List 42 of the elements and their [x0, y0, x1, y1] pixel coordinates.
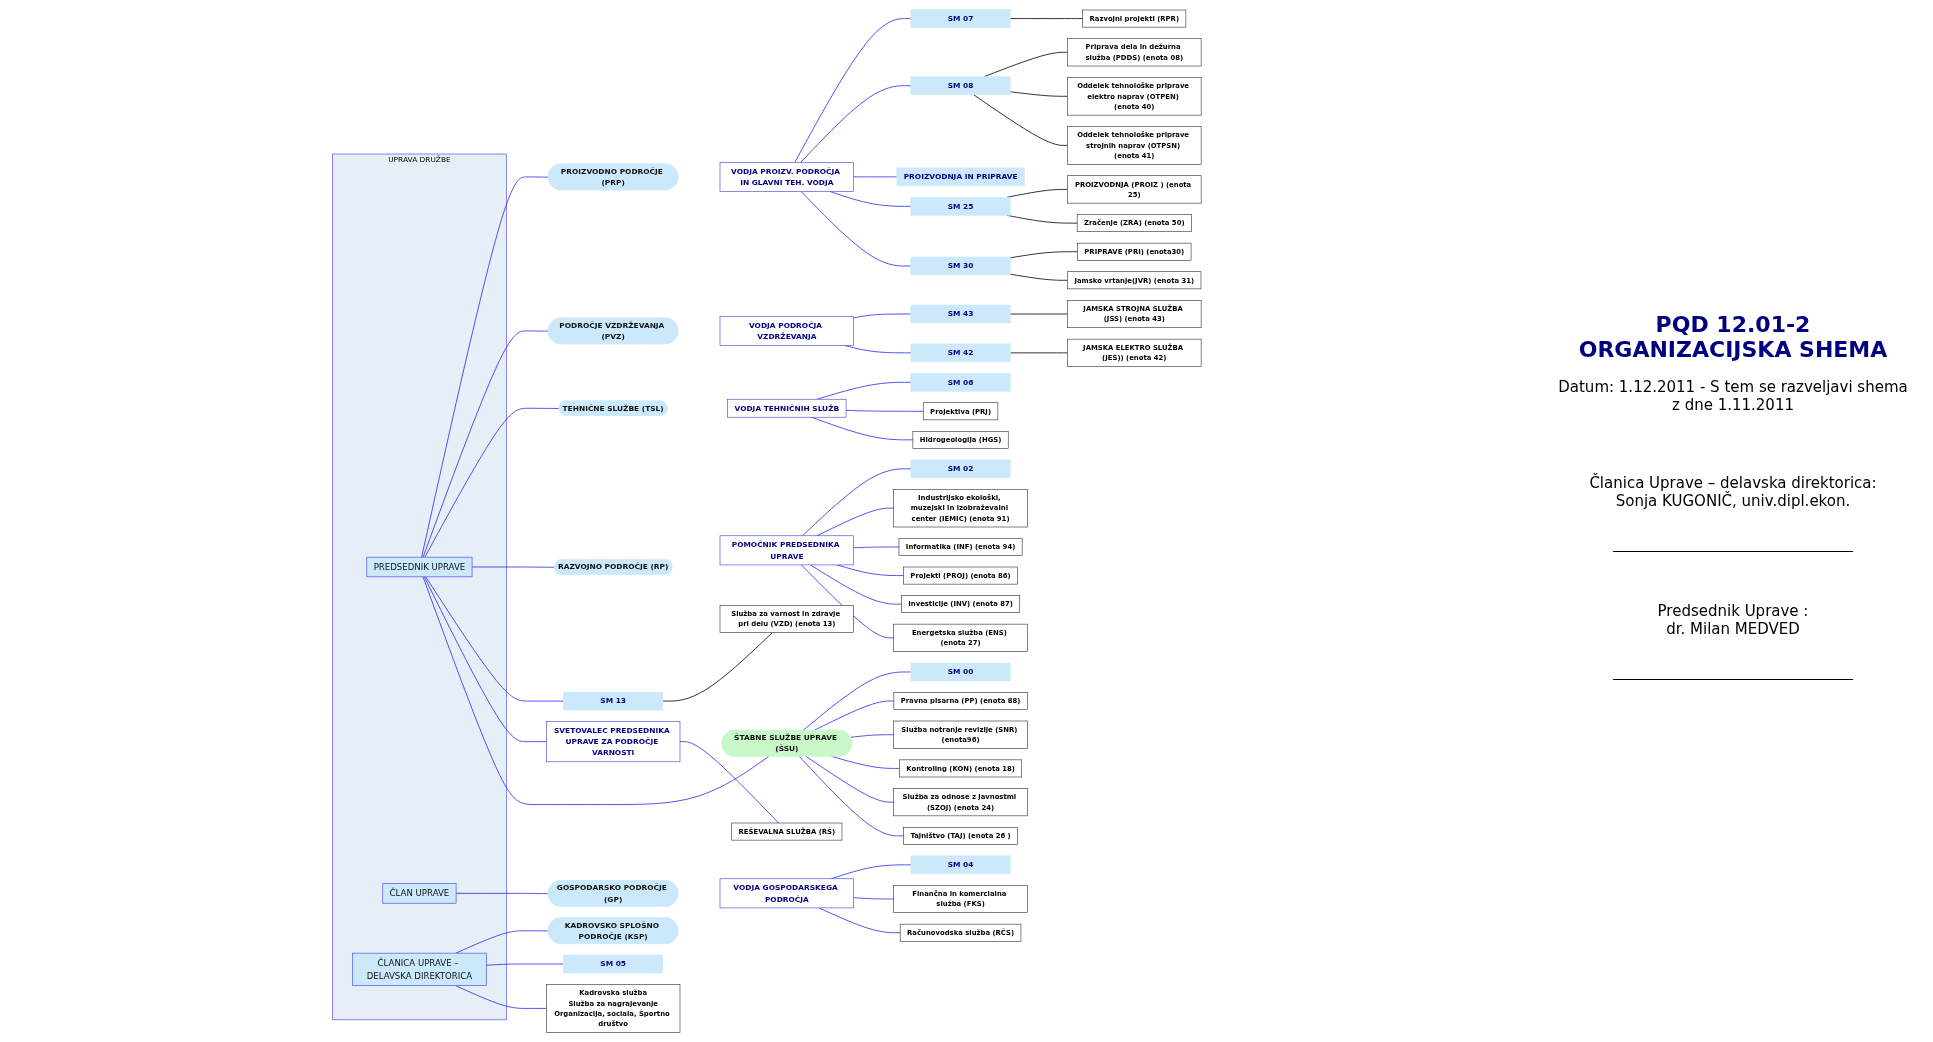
connector [420, 176, 549, 558]
signature-text: Sonja KUGONIČ, univ.dipl.ekon. [1615, 492, 1851, 510]
node-box: ČLANICA UPRAVE – DELAVSKA DIREKTORICA [351, 952, 487, 986]
connector [800, 564, 894, 639]
connector [455, 930, 549, 954]
caption-text: Datum: 1.12.2011 - S tem se razveljavi shema z dne 1.11.2011 [1557, 378, 1909, 414]
connector [800, 191, 911, 267]
connector [809, 564, 902, 605]
connector [1009, 251, 1078, 259]
signature-text: Članica Uprave – delavska direktorica: [1589, 474, 1877, 492]
connector [425, 576, 564, 702]
signature-text: Predsednik Uprave : [1657, 602, 1809, 620]
connector [805, 755, 894, 803]
connector [972, 94, 1068, 146]
connector [1009, 273, 1068, 281]
connector [1009, 18, 1083, 19]
diagram-title: PQD 12.01-2 ORGANIZACIJSKA SHEMA [1577, 312, 1889, 362]
connector [798, 755, 904, 837]
connector [800, 85, 911, 163]
connector [849, 734, 894, 738]
connector [852, 897, 894, 900]
connector [423, 576, 547, 743]
connector [818, 907, 901, 934]
connector [794, 18, 911, 163]
connector [852, 546, 899, 549]
connector [845, 409, 924, 412]
connector [424, 407, 560, 558]
signature-text: dr. Milan MEDVED [1666, 620, 1800, 638]
connector [816, 381, 911, 400]
connector [485, 963, 564, 966]
connector [852, 313, 911, 319]
connector [679, 741, 779, 824]
connector [455, 892, 549, 895]
connector [422, 330, 549, 558]
connector [1009, 91, 1068, 97]
connector [422, 576, 769, 805]
connector [662, 632, 773, 702]
connector [801, 468, 911, 537]
node-box: ČLAN UPRAVE [382, 883, 456, 904]
node-box: PREDSEDNIK UPRAVE [366, 556, 472, 578]
connector [802, 671, 911, 732]
connector [471, 566, 555, 568]
